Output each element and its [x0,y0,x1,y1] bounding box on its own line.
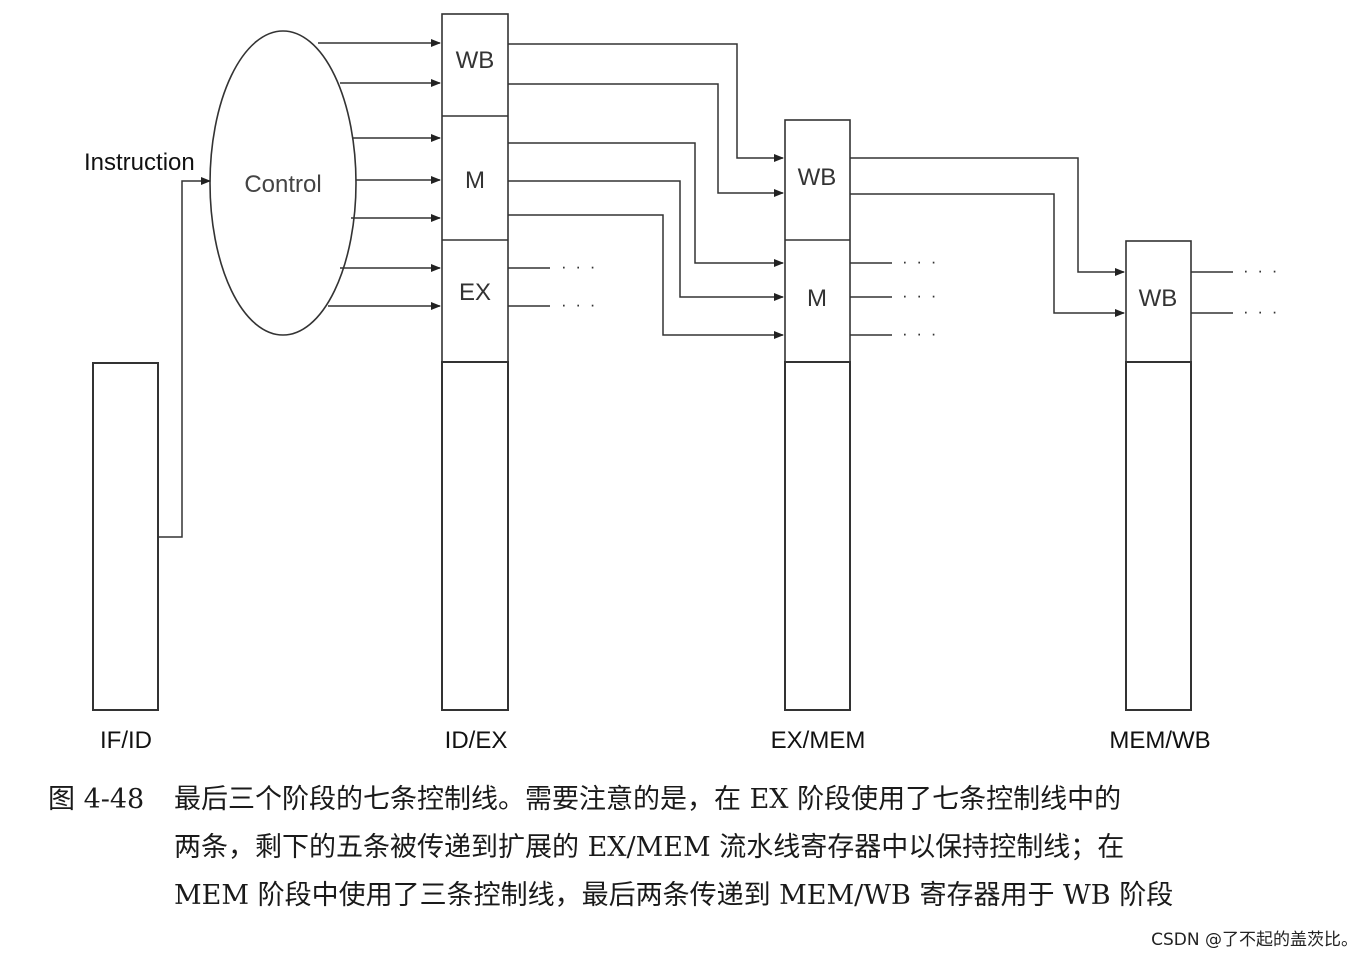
id-ex-ex-field: EX [459,279,491,306]
ellipsis: · · · [902,252,938,271]
ex-mem-wb-field: WB [798,164,837,191]
ellipsis: · · · [902,286,938,305]
mem-wb-wb-field: WB [1139,285,1178,312]
figure-number: 图 4-48 [48,784,145,815]
ex-mem-register [784,361,851,711]
ellipsis: · · · [561,257,597,276]
caption-line-1: 图 4-48 最后三个阶段的七条控制线。需要注意的是，在 EX 阶段使用了七条控制… [48,776,1338,824]
control-label: Control [244,171,321,198]
pipeline-control-diagram: · · · · · · · · · · · · · · · · · · · · … [84,13,1279,754]
watermark: CSDN @了不起的盖茨比。 [1151,930,1358,950]
ex-mem-label: EX/MEM [771,727,866,754]
if-id-label: IF/ID [100,727,152,754]
caption-text-1: 最后三个阶段的七条控制线。需要注意的是，在 EX 阶段使用了七条控制线中的 [174,784,1122,815]
caption-line-3: MEM 阶段中使用了三条控制线，最后两条传递到 MEM/WB 寄存器用于 WB … [174,880,1174,911]
ellipsis: · · · [1243,261,1279,280]
ex-mem-m-field: M [807,285,827,312]
if-id-register [92,362,159,711]
caption-line-2: 两条，剩下的五条被传递到扩展的 EX/MEM 流水线寄存器中以保持控制线；在 [174,832,1125,863]
ellipsis: · · · [1243,302,1279,321]
ellipsis: · · · [561,295,597,314]
instruction-label: Instruction [84,149,195,176]
mem-wb-register [1125,361,1192,711]
ellipsis: · · · [902,324,938,343]
id-ex-label: ID/EX [445,727,508,754]
figure-caption: 图 4-48 最后三个阶段的七条控制线。需要注意的是，在 EX 阶段使用了七条控制… [48,776,1338,920]
ex-mem-control-block [784,119,851,363]
mem-wb-label: MEM/WB [1109,727,1210,754]
id-ex-register [441,361,509,711]
id-ex-wb-field: WB [456,47,495,74]
id-ex-m-field: M [465,167,485,194]
